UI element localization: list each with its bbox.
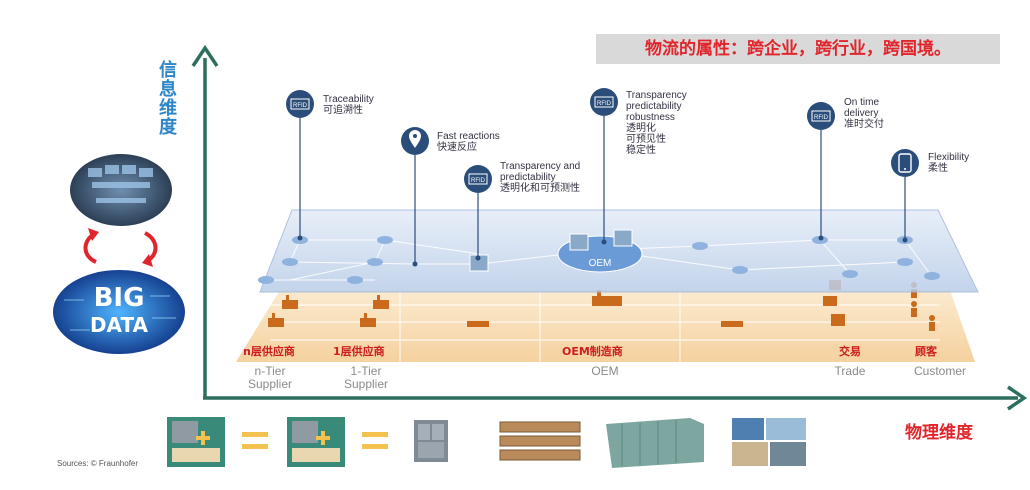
stage-cn-n-tier: n层供应商 [243, 345, 295, 358]
stage-en-trade: Trade [820, 365, 880, 378]
container-icon [469, 254, 489, 272]
callout-en: Transparency [626, 90, 687, 101]
shipping-container-icon [606, 418, 704, 468]
equals-icon [362, 432, 388, 449]
stage-en-line: 1-Tier [350, 364, 382, 378]
control-room-screens [88, 165, 153, 203]
callout-fast-reactions: Fast reactions 快速反应 [437, 131, 500, 153]
rfid-icon: RFID [590, 88, 618, 116]
callout-en: Flexibility [928, 152, 970, 163]
stage-cn-1-tier: 1层供应商 [333, 345, 385, 358]
callout-cn: 稳定性 [626, 145, 656, 156]
stage-cn-customer: 顾客 [915, 345, 937, 358]
callout-stem-ends [297, 235, 908, 267]
information-network-nodes [258, 236, 940, 284]
callout-on-time-delivery: On time delivery 准时交付 [844, 97, 884, 130]
big-data-circuit [64, 295, 176, 331]
callout-en: Fast reactions [437, 131, 500, 142]
callout-en: predictability [500, 172, 556, 183]
stage-en-oem: OEM [575, 365, 635, 378]
svg-text:RFID: RFID [471, 178, 486, 184]
cycle-arrow-right-head [142, 254, 153, 267]
big-data-image [53, 270, 185, 354]
svg-text:RFID: RFID [597, 101, 612, 107]
callout-transparency-robustness: Transparency predictability robustness 透… [626, 90, 687, 156]
callout-cn: 准时交付 [844, 119, 884, 130]
packaging-unit-icon [167, 417, 225, 467]
rfid-icon: RFID [464, 165, 492, 193]
stage-en-line: Trade [834, 364, 866, 378]
stage-en-line: n-Tier [254, 364, 286, 378]
x-axis-title: 物理维度 [905, 423, 973, 443]
callout-transparency-predictability: Transparency and predictability 透明化和可预测性 [500, 161, 580, 194]
stage-en-customer: Customer [900, 365, 980, 378]
factory-icons [268, 280, 935, 331]
stage-en-line: Supplier [247, 377, 293, 391]
big-data-text-data: DATA [90, 313, 149, 337]
rfid-icon: RFID [807, 102, 835, 130]
x-axis-arrowhead [1007, 385, 1028, 411]
stage-en-line: Customer [913, 364, 966, 378]
callout-cn: 柔性 [928, 163, 948, 174]
callout-en: robustness [626, 112, 675, 123]
y-axis-title: 信息维度 [156, 60, 177, 136]
callout-flexibility: Flexibility 柔性 [928, 152, 969, 174]
callout-en: On time [844, 97, 880, 108]
callout-en: Traceability [323, 94, 374, 105]
cycle-arrow-left-head [88, 228, 99, 241]
equals-icon [242, 432, 268, 449]
location-pin-icon [401, 127, 429, 155]
callout-traceability: Traceability 可追溯性 [323, 94, 374, 116]
callout-en: Transparency and [500, 161, 581, 172]
callout-stems [299, 116, 906, 264]
banner-title: 物流的属性：跨企业，跨行业，跨国境。 [596, 34, 1000, 64]
stage-en-line: OEM [591, 364, 619, 378]
callout-cn: 可追溯性 [323, 105, 363, 116]
callout-en: predictability [626, 101, 682, 112]
rfid-icon: RFID [286, 90, 314, 118]
stage-en-1-tier: 1-Tier Supplier [336, 365, 396, 391]
stage-en-line: Supplier [343, 377, 389, 391]
logistics-photo-collage-icon [732, 418, 806, 466]
callout-cn: 透明化和可预测性 [500, 183, 580, 194]
callout-cn: 快速反应 [437, 142, 477, 153]
pallet-stack-icon [499, 421, 581, 461]
callout-en: delivery [844, 108, 879, 119]
callout-cn: 透明化 [626, 123, 656, 134]
y-axis-arrowhead [191, 44, 219, 67]
stage-cn-trade: 交易 [839, 345, 861, 358]
callout-cn: 可预见性 [626, 134, 666, 145]
stage-cn-oem: OEM制造商 [562, 345, 623, 358]
oem-warehouse-icons [569, 229, 633, 251]
stage-en-n-tier: n-Tier Supplier [240, 365, 300, 391]
tablet-icon [891, 149, 919, 177]
physical-layer-plane [236, 290, 975, 362]
oem-platform-label: OEM [589, 258, 612, 269]
svg-text:RFID: RFID [293, 103, 308, 109]
crate-stack-icon [414, 420, 448, 462]
big-data-text-big: BIG [94, 283, 145, 313]
control-room-image [70, 154, 172, 226]
source-credit: Sources: © Fraunhofer [57, 459, 139, 468]
svg-text:RFID: RFID [814, 115, 829, 121]
packaging-unit-icon [287, 417, 345, 467]
